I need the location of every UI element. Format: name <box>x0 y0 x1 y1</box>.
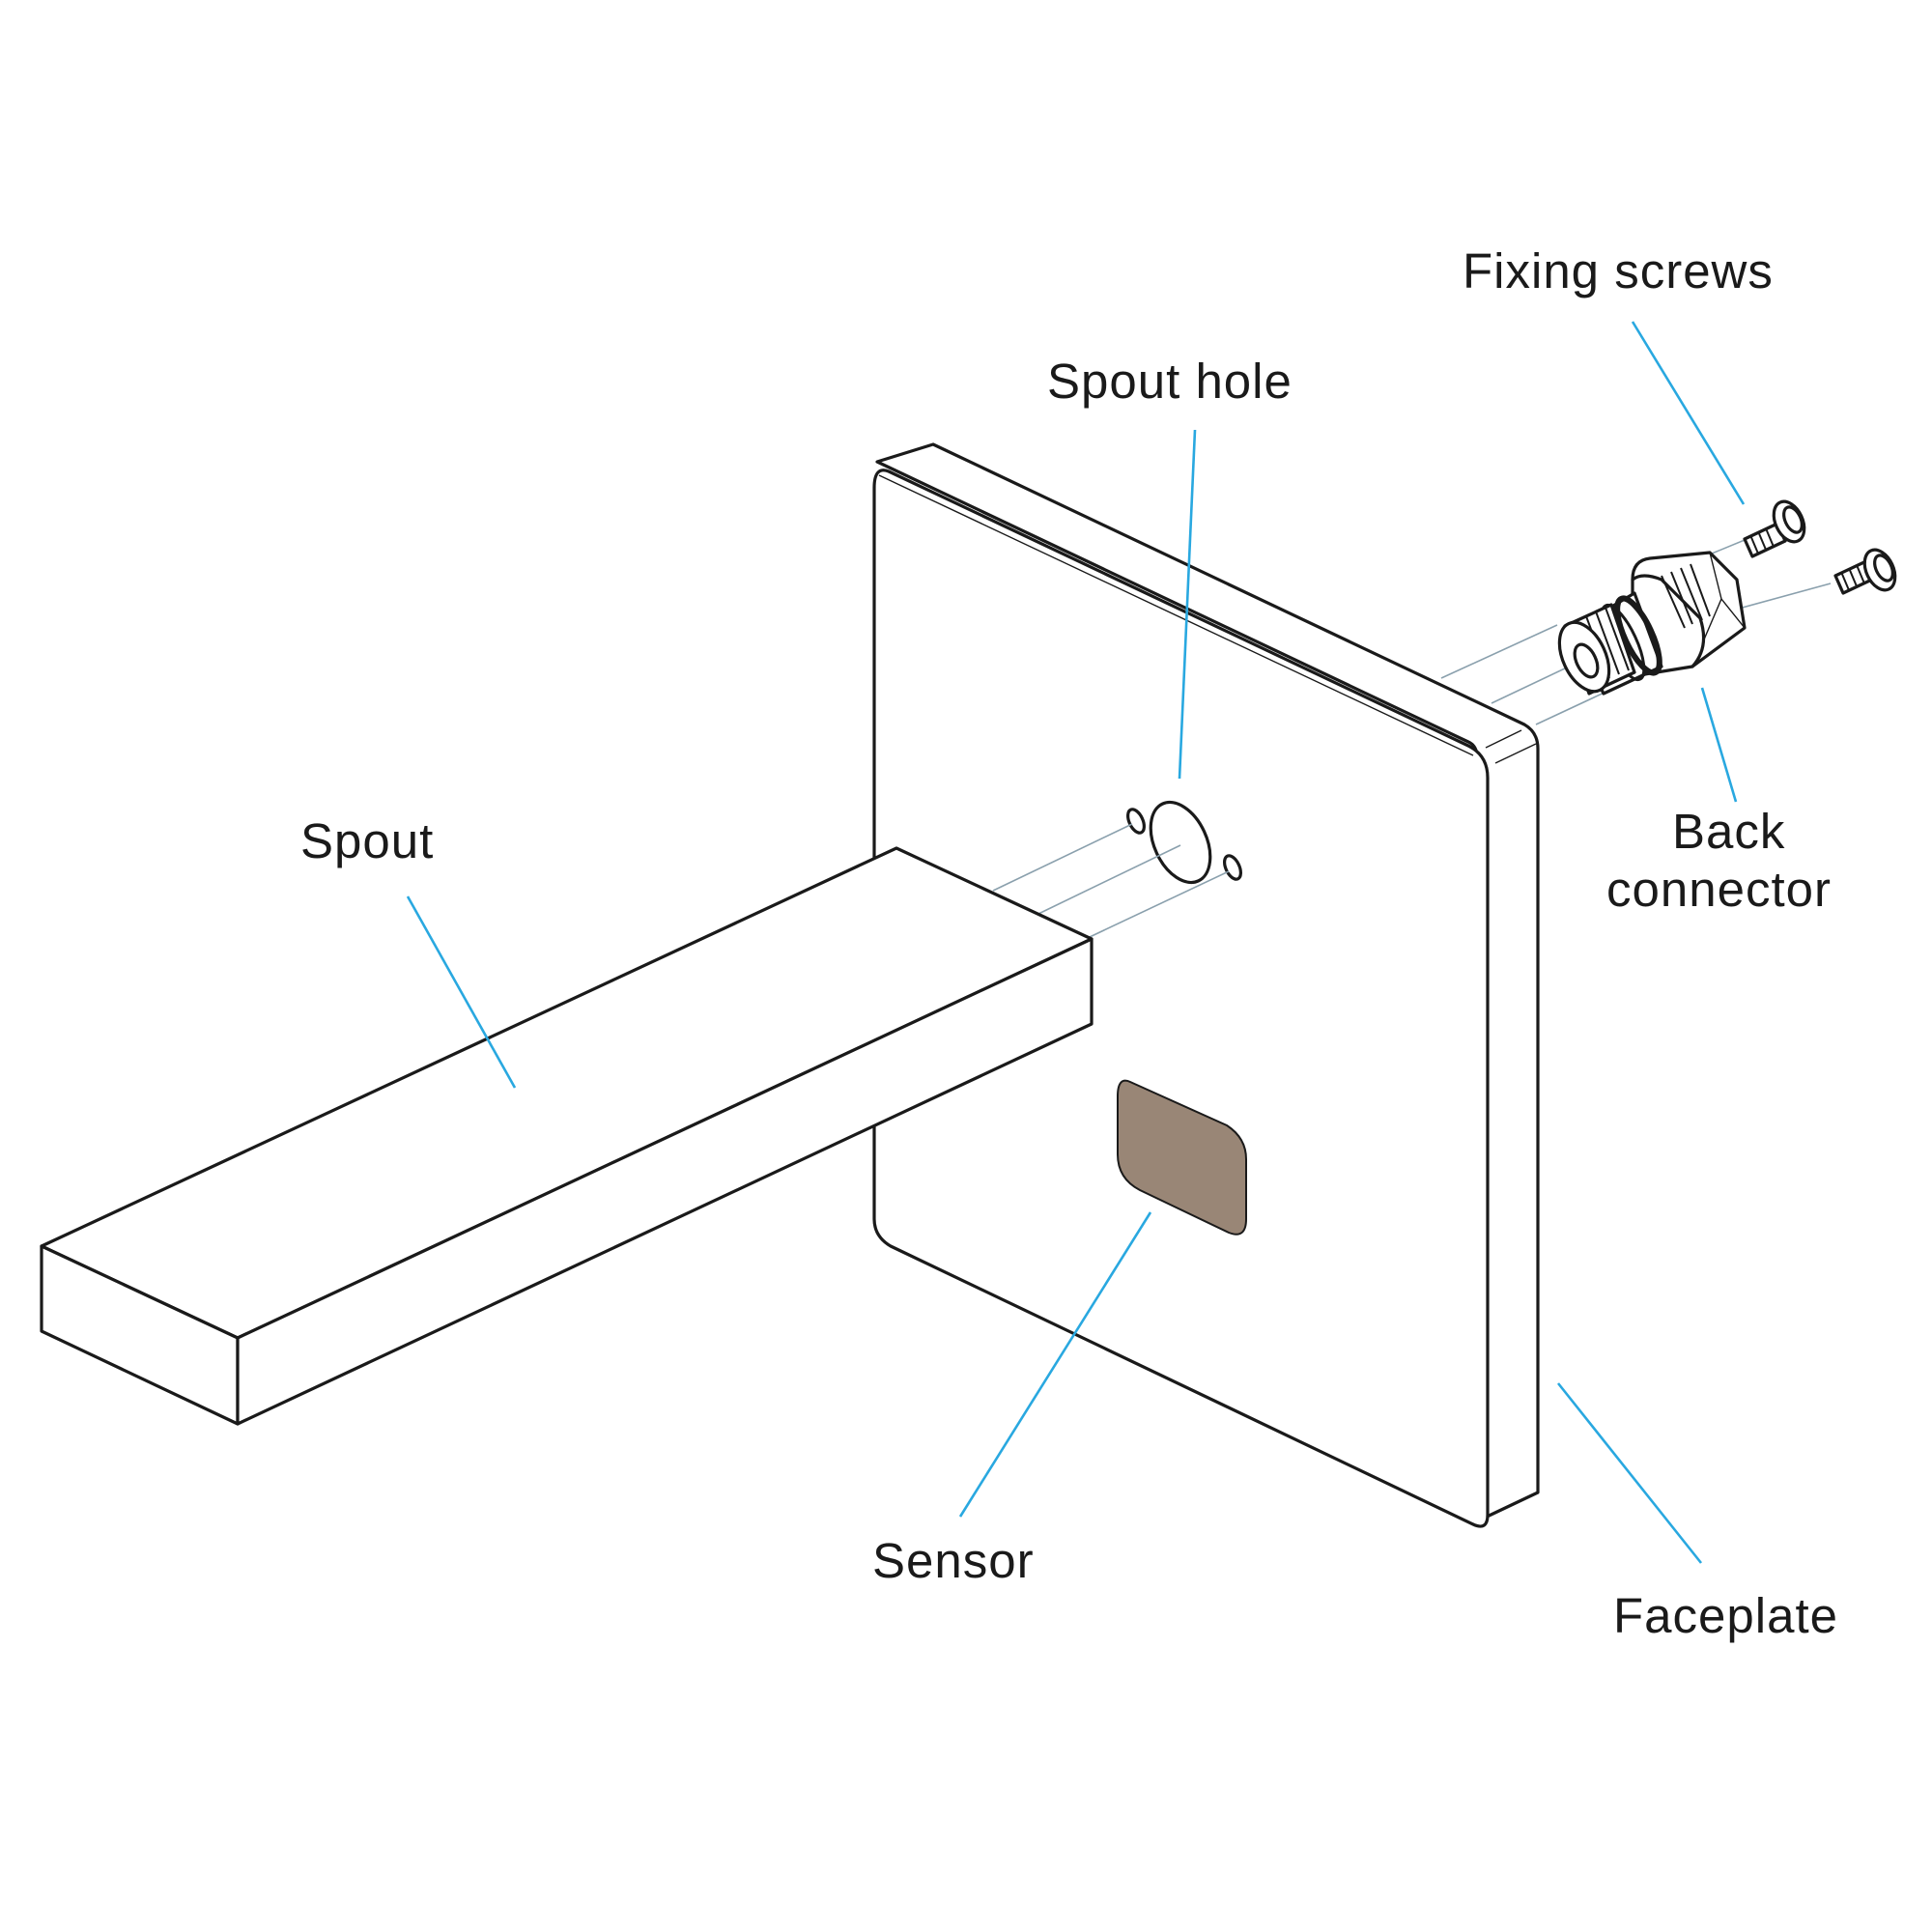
label-back-connector-2: connector <box>1606 862 1832 917</box>
faceplate-corner-edge-2 <box>1485 729 1522 749</box>
leader-spout-hole <box>1178 429 1197 780</box>
connector-bore <box>1573 642 1600 679</box>
spout-hole <box>1149 800 1212 885</box>
faceplate-corner-edge <box>1494 743 1537 764</box>
spout-side <box>236 937 1094 1426</box>
leader-back-connector <box>1700 687 1738 803</box>
connector-o-ring-1 <box>1614 595 1662 676</box>
spout-guide-lines <box>992 823 1230 938</box>
label-spout-hole: Spout hole <box>1047 354 1293 409</box>
spout-hole-group <box>1126 800 1242 885</box>
faceplate-top-edge <box>878 474 1474 756</box>
fixing-screw-top <box>1743 499 1806 558</box>
faceplate-front <box>872 469 1490 1528</box>
leader-spout <box>406 895 517 1089</box>
label-sensor: Sensor <box>872 1533 1035 1588</box>
leader-sensor <box>958 1211 1152 1518</box>
back-connector <box>1557 551 1747 696</box>
faceplate <box>872 442 1540 1528</box>
label-fixing-screws: Fixing screws <box>1463 243 1774 298</box>
label-back-connector-1: Back <box>1672 804 1785 859</box>
leader-fixing-screws <box>1631 321 1746 505</box>
leader-faceplate <box>1556 1382 1703 1564</box>
sensor-window <box>1117 1079 1247 1236</box>
small-hole-right <box>1223 854 1242 881</box>
fixing-screw-bottom <box>1833 548 1897 595</box>
leader-lines <box>406 321 1746 1564</box>
label-spout: Spout <box>300 813 434 868</box>
label-faceplate: Faceplate <box>1613 1588 1838 1643</box>
spout <box>40 846 1094 1426</box>
small-hole-left <box>1126 808 1146 835</box>
